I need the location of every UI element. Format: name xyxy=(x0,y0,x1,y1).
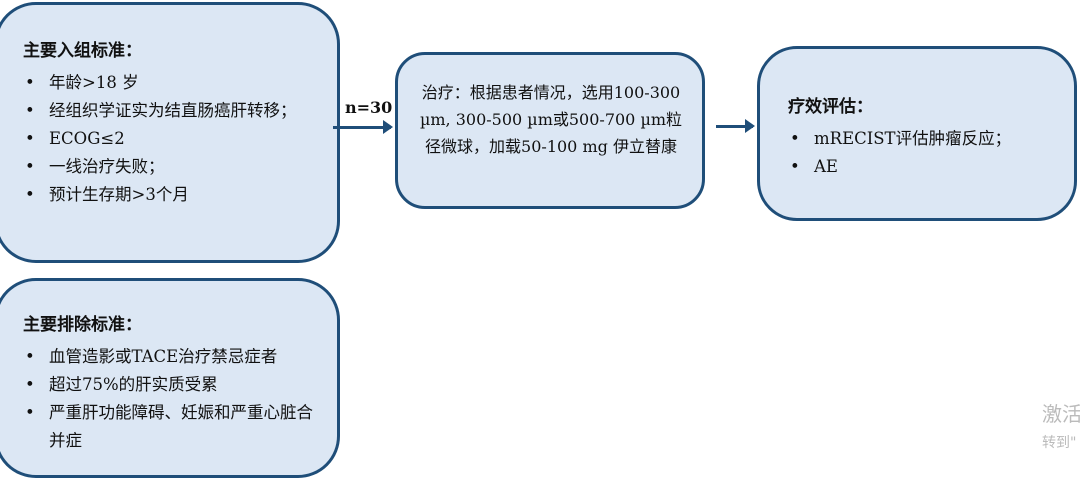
exclusion-item: 超过75%的肝实质受累 xyxy=(23,371,313,399)
inclusion-item: 经组织学证实为结直肠癌肝转移； xyxy=(23,97,313,125)
evaluation-title: 疗效评估： xyxy=(788,97,873,117)
arrow-to-evaluation xyxy=(716,119,755,133)
treatment-text: 治疗：根据患者情况，选用100-300 µm, 300-500 µm或500-7… xyxy=(419,83,683,156)
treatment-box: 治疗：根据患者情况，选用100-300 µm, 300-500 µm或500-7… xyxy=(395,52,705,209)
watermark-line2: 转到" xyxy=(1042,435,1077,451)
exclusion-item: 严重肝功能障碍、妊娠和严重心脏合并症 xyxy=(23,399,313,455)
exclusion-item: 血管造影或TACE治疗禁忌症者 xyxy=(23,343,313,371)
inclusion-title: 主要入组标准： xyxy=(23,41,142,61)
inclusion-item: 预计生存期>3个月 xyxy=(23,181,313,209)
evaluation-box: 疗效评估： mRECIST评估肿瘤反应； AE xyxy=(757,46,1077,221)
exclusion-title: 主要排除标准： xyxy=(23,315,142,335)
exclusion-criteria-box: 主要排除标准： 血管造影或TACE治疗禁忌症者 超过75%的肝实质受累 严重肝功… xyxy=(0,278,340,478)
inclusion-item: ECOG≤2 xyxy=(23,125,313,153)
arrow-to-treatment xyxy=(333,120,393,134)
watermark-line1: 激活 xyxy=(1042,402,1080,426)
inclusion-item: 年龄>18 岁 xyxy=(23,69,313,97)
evaluation-item: AE xyxy=(788,153,1064,181)
evaluation-item: mRECIST评估肿瘤反应； xyxy=(788,125,1064,153)
inclusion-item: 一线治疗失败； xyxy=(23,153,313,181)
inclusion-criteria-box: 主要入组标准： 年龄>18 岁 经组织学证实为结直肠癌肝转移； ECOG≤2 一… xyxy=(0,2,340,263)
sample-size-label: n=30 xyxy=(345,98,393,117)
